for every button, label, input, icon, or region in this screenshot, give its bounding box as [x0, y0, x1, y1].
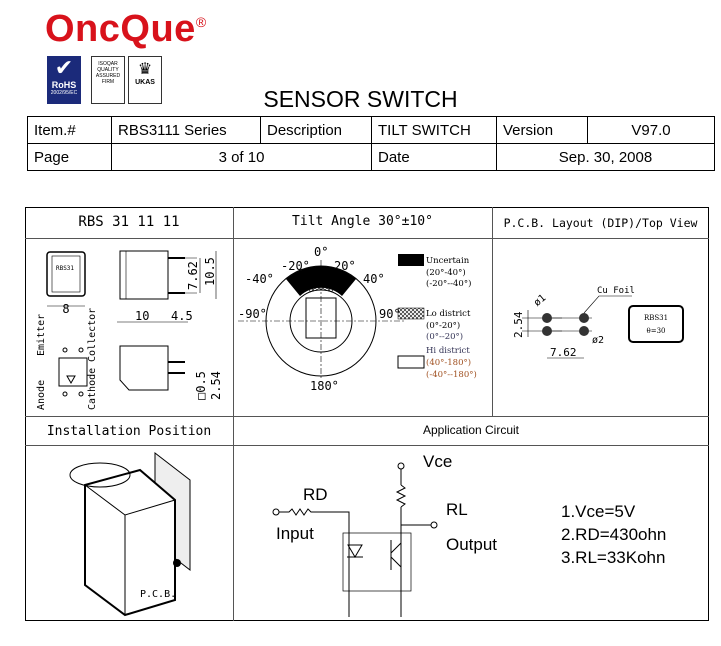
part-number-heading: RBS 31 11 11: [78, 214, 180, 230]
angle-90: 90°: [379, 307, 401, 321]
dim-pin-square: □0.5: [194, 371, 208, 400]
legend-range: (0°-20°): [426, 320, 460, 331]
dimension-drawing: RBS31 8 7.62 10.5 10 4.5 □0.5 2.54 Anode…: [36, 250, 223, 410]
ukas-badge: ♛ UKAS: [128, 56, 162, 104]
crown-check-icon: ♛: [137, 61, 153, 78]
legend-range: (40°-180°): [426, 357, 471, 368]
pcb-layout-diagram: 2.54 7.62 ø1 ø2 Cu Foil RBS31 θ=30: [512, 286, 684, 359]
installation-illustration: P.C.B.: [69, 451, 191, 617]
cu-foil-label: Cu Foil: [597, 286, 635, 296]
version-value: V97.0: [587, 116, 715, 144]
pin-collector: Collector: [87, 308, 98, 362]
application-circuit: Vce RD RL Input Output 1.Vce=5V 2.RD=430…: [272, 452, 666, 617]
rohs-badge: ✔ RoHS 2002/95/EC: [47, 56, 81, 104]
dim-height: 10.5: [203, 257, 217, 286]
dim-pin-length: 4.5: [171, 309, 193, 323]
tilt-angle-heading: Tilt Angle 30°±10°: [292, 214, 433, 229]
isoqar-badge: ISOQAR QUALITY ASSURED FIRM: [91, 56, 125, 104]
drawing-frame: [25, 207, 709, 621]
pcb-label: P.C.B.: [140, 589, 176, 600]
version-label: Version: [496, 116, 588, 144]
pcb-pad-diameter: ø2: [592, 335, 604, 346]
legend-uncertain: Uncertain: [426, 256, 470, 266]
chip-marking: θ=30: [647, 327, 666, 335]
chip-marking: RBS31: [56, 265, 74, 272]
check-icon: ✔: [54, 55, 74, 80]
pin-anode: Anode: [36, 380, 47, 410]
page-label: Page: [27, 143, 112, 171]
pcb-pitch-vertical: 2.54: [512, 311, 525, 338]
page-value: 3 of 10: [111, 143, 372, 171]
document-title: SENSOR SWITCH: [263, 86, 458, 112]
document-header-table: Item.# RBS3111 Series Description TILT S…: [27, 116, 715, 171]
date-value: Sep. 30, 2008: [496, 143, 715, 171]
description-label: Description: [260, 116, 372, 144]
description-value: TILT SWITCH: [371, 116, 497, 144]
dim-body-length: 10: [135, 309, 149, 323]
rd-label: RD: [303, 485, 328, 504]
note-vce: 1.Vce=5V: [561, 502, 636, 521]
angle-neg40: -40°: [245, 272, 274, 286]
pin-emitter: Emitter: [36, 314, 47, 356]
date-label: Date: [371, 143, 497, 171]
angle-0: 0°: [314, 245, 328, 259]
angle-neg20: -20°: [281, 259, 310, 273]
legend-range: (0°--20°): [426, 331, 463, 342]
dim-pin-spacing: 7.62: [186, 261, 200, 290]
pcb-hole-diameter: ø1: [532, 293, 548, 309]
application-heading: Application Circuit: [422, 423, 520, 437]
oncque-logo: OncQue®: [45, 8, 207, 50]
installation-heading: Installation Position: [46, 424, 212, 439]
vce-label: Vce: [423, 452, 452, 471]
tilt-angle-diagram: 0° -20° 20° -40° 40° -90° 90° 180° Uncer…: [238, 245, 477, 393]
note-rl: 3.RL=33Kohn: [561, 548, 665, 567]
legend-hi-district: Hi district: [426, 346, 470, 356]
output-label: Output: [446, 535, 497, 554]
legend-range: (-40°--180°): [426, 369, 477, 380]
note-rd: 2.RD=430ohn: [561, 525, 666, 544]
dim-pin-pitch: 2.54: [209, 371, 223, 400]
dim-width: 8: [62, 302, 69, 316]
pcb-pitch-horizontal: 7.62: [550, 346, 577, 359]
angle-neg90: -90°: [238, 307, 267, 321]
angle-40: 40°: [363, 272, 385, 286]
pin-cathode: Cathode: [87, 368, 98, 410]
angle-20: 20°: [334, 259, 356, 273]
legend-lo-district: Lo district: [426, 309, 471, 319]
rl-label: RL: [446, 500, 468, 519]
pcb-layout-heading: P.C.B. Layout (DIP)/Top View: [503, 216, 698, 230]
item-label: Item.#: [27, 116, 112, 144]
legend-range: (-20°--40°): [426, 278, 471, 289]
input-label: Input: [276, 524, 314, 543]
legend-range: (20°-40°): [426, 267, 466, 278]
angle-180: 180°: [310, 379, 339, 393]
item-value: RBS3111 Series: [111, 116, 261, 144]
chip-marking: RBS31: [644, 314, 668, 322]
